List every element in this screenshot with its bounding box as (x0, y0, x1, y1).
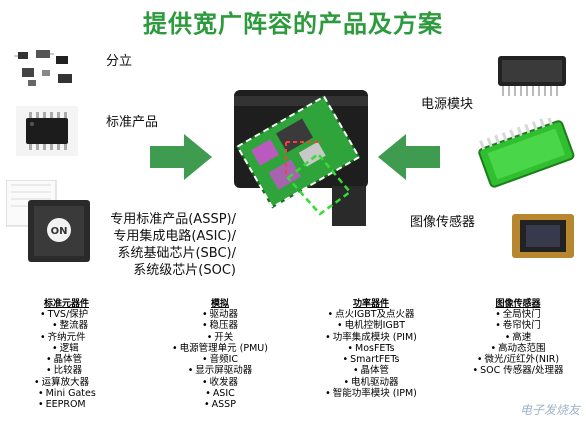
list-item: 显示屏驱动器 (150, 365, 290, 376)
power-module-board-icon (478, 118, 575, 188)
list-item: 高动态范围 (452, 343, 584, 354)
list-item: 整流器 (52, 320, 154, 331)
column-list: TVS/保护 整流器 齐纳元件 逻辑 晶体管 比较器 运算放大器 Mini Ga… (40, 309, 154, 411)
column-standard-components: 标准元器件 TVS/保护 整流器 齐纳元件 逻辑 晶体管 比较器 运算放大器 M… (24, 296, 154, 411)
right-arrow-icon (150, 134, 212, 180)
assp-line: 专用标准产品(ASSP)/ (110, 212, 236, 227)
column-image-sensors: 图像传感器 全局快门 卷帘快门 高速 高动态范围 微光/近红外(NIR) SOC… (452, 296, 584, 377)
automotive-ecu-icon (234, 90, 368, 226)
list-item: ASIC (150, 388, 290, 399)
column-list: 点火IGBT及点火器 电机控制IGBT 功率集成模块 (PIM) MosFETs… (296, 309, 446, 399)
list-item: 开关 (150, 332, 290, 343)
standard-products-label: 标准产品 (106, 115, 159, 130)
column-list: 驱动器 稳压器 开关 电源管理单元 (PMU) 音频IC 显示屏驱动器 收发器 … (150, 309, 290, 411)
column-heading: 模拟 (210, 299, 229, 309)
list-item: 智能功率模块 (IPM) (296, 388, 446, 399)
list-item: 驱动器 (150, 309, 290, 320)
list-item: 音频IC (150, 354, 290, 365)
discrete-components-icon (14, 50, 72, 86)
list-item: 微光/近红外(NIR) (452, 354, 584, 365)
asic-line: 专用集成电路(ASIC)/ (113, 229, 236, 244)
sbc-line: 系统基础芯片(SBC)/ (117, 246, 236, 261)
list-item: TVS/保护 (40, 309, 154, 320)
list-item: 稳压器 (150, 320, 290, 331)
list-item: 齐纳元件 (40, 332, 154, 343)
watermark: 电子发烧友 (519, 403, 580, 417)
column-heading: 标准元器件 (44, 299, 90, 309)
column-heading: 图像传感器 (495, 299, 541, 309)
page-title: 提供宽广阵容的产品及方案 (143, 10, 443, 38)
left-arrow-icon (378, 134, 440, 180)
image-sensor-label: 图像传感器 (410, 215, 476, 230)
svg-text:ON: ON (51, 226, 68, 237)
column-heading: 功率器件 (352, 299, 389, 309)
list-item: EEPROM (38, 399, 154, 410)
power-module-chip-icon (498, 56, 566, 96)
list-item: 运算放大器 (34, 377, 154, 388)
list-item: 晶体管 (46, 354, 154, 365)
list-item: 电源管理单元 (PMU) (150, 343, 290, 354)
list-item: 功率集成模块 (PIM) (296, 332, 446, 343)
list-item: 点火IGBT及点火器 (296, 309, 446, 320)
qfp-chip-icon: ON (6, 180, 90, 262)
list-item: 电机驱动器 (296, 377, 446, 388)
list-item: 全局快门 (452, 309, 584, 320)
list-item: 电机控制IGBT (296, 320, 446, 331)
assp-asic-sbc-soc-label: 专用标准产品(ASSP)/ 专用集成电路(ASIC)/ 系统基础芯片(SBC)/… (94, 211, 236, 279)
list-item: 比较器 (46, 365, 154, 376)
list-item: 收发器 (150, 377, 290, 388)
soic-chip-icon (16, 106, 78, 156)
list-item: SmartFETs (296, 354, 446, 365)
list-item: 晶体管 (296, 365, 446, 376)
column-list: 全局快门 卷帘快门 高速 高动态范围 微光/近红外(NIR) SOC 传感器/处… (452, 309, 584, 377)
list-item: 卷帘快门 (452, 320, 584, 331)
image-sensor-chip-icon (512, 214, 574, 258)
column-analog: 模拟 驱动器 稳压器 开关 电源管理单元 (PMU) 音频IC 显示屏驱动器 收… (150, 296, 290, 411)
list-item: Mini Gates (38, 388, 154, 399)
power-module-label: 电源模块 (421, 97, 474, 112)
list-item: 高速 (452, 332, 584, 343)
list-item: SOC 传感器/处理器 (452, 365, 584, 376)
list-item: 逻辑 (52, 343, 154, 354)
column-power-devices: 功率器件 点火IGBT及点火器 电机控制IGBT 功率集成模块 (PIM) Mo… (296, 296, 446, 399)
soc-line: 系统级芯片(SOC) (133, 263, 236, 278)
discrete-label: 分立 (106, 54, 133, 69)
list-item: MosFETs (296, 343, 446, 354)
list-item: ASSP (150, 399, 290, 410)
